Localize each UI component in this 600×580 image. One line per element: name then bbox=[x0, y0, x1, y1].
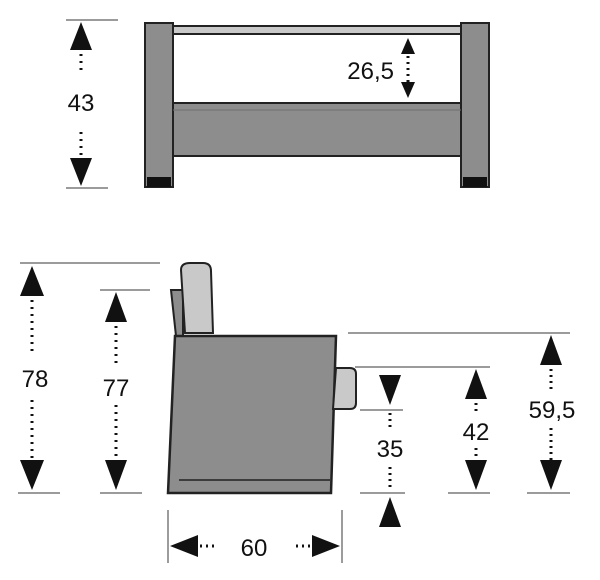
arrow-down-icon bbox=[105, 460, 127, 490]
total-height-dimension: 78 bbox=[20, 266, 48, 490]
front-right-arm bbox=[460, 22, 490, 188]
side-chair bbox=[166, 262, 357, 495]
depth-label: 60 bbox=[241, 535, 268, 562]
arrow-down-icon bbox=[401, 82, 415, 98]
side-body bbox=[166, 334, 338, 495]
side-view: 78 77 35 42 bbox=[18, 262, 576, 563]
arrow-down-icon bbox=[540, 460, 562, 490]
arrow-right-icon bbox=[312, 535, 340, 557]
arrow-up-icon bbox=[379, 497, 401, 527]
arrow-down-icon bbox=[465, 460, 487, 490]
depth-dimension: 60 bbox=[170, 535, 340, 562]
arrow-up-icon bbox=[105, 292, 127, 322]
front-right-foot bbox=[463, 177, 487, 187]
seat-thickness-dimension: 35 bbox=[377, 375, 404, 527]
arrow-down-icon bbox=[70, 158, 92, 186]
seat-height-label: 42 bbox=[463, 419, 490, 446]
front-height-dimension: 43 bbox=[68, 22, 95, 186]
side-back-frame bbox=[169, 289, 184, 337]
back-height-dimension: 77 bbox=[103, 292, 130, 490]
arrow-up-icon bbox=[20, 266, 44, 296]
seat-thickness-label: 35 bbox=[377, 436, 404, 463]
side-arm-pad bbox=[331, 367, 357, 410]
arrow-up-icon bbox=[465, 369, 487, 399]
front-height-label: 43 bbox=[68, 90, 95, 117]
arrow-up-icon bbox=[401, 38, 415, 54]
arrow-up-icon bbox=[540, 335, 562, 365]
arrow-left-icon bbox=[170, 535, 198, 557]
arm-height-label: 59,5 bbox=[529, 397, 576, 424]
front-top-rail bbox=[172, 25, 462, 35]
arrow-down-icon bbox=[20, 460, 44, 490]
front-left-arm bbox=[144, 22, 174, 188]
back-height-label: 77 bbox=[103, 375, 130, 402]
seat-height-dimension: 42 bbox=[463, 369, 490, 490]
front-view: 43 26,5 bbox=[66, 19, 490, 189]
arrow-down-icon bbox=[379, 375, 401, 405]
total-height-label: 78 bbox=[22, 366, 49, 393]
side-back-cushion bbox=[179, 262, 215, 334]
front-seat-depth-dimension: 26,5 bbox=[347, 38, 415, 98]
front-seat-box bbox=[172, 102, 462, 157]
front-seat-depth-label: 26,5 bbox=[347, 58, 394, 85]
arrow-up-icon bbox=[70, 22, 92, 50]
front-left-foot bbox=[147, 177, 171, 187]
arm-height-dimension: 59,5 bbox=[529, 335, 576, 490]
